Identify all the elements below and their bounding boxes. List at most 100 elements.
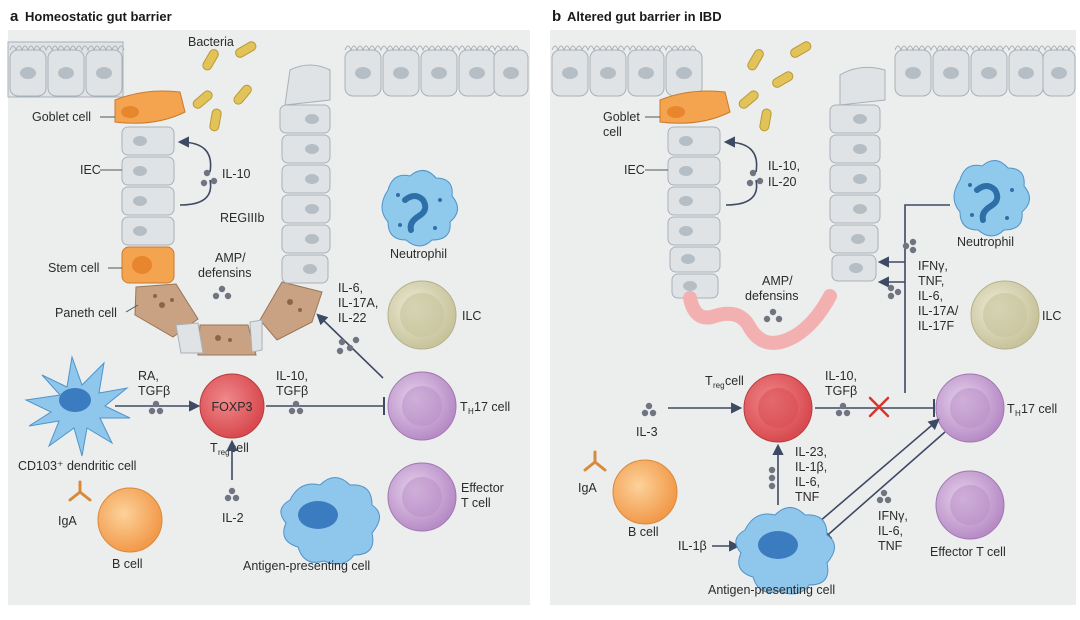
amp-dots: [212, 285, 232, 300]
dendritic-cell: [24, 355, 131, 457]
b-crypt-right-wall: [829, 66, 886, 282]
effector-t-nucleus: [402, 477, 442, 517]
b-il10-label-2: IL-20: [768, 175, 797, 189]
b-cytokine-dots-1: [902, 238, 917, 254]
paneth-label: Paneth cell: [55, 306, 117, 320]
ra-dots: [148, 400, 164, 415]
b-cyt-label-5: IL-17F: [918, 319, 954, 333]
b-apc-cell: [735, 507, 835, 595]
b-amp-dots: [763, 308, 783, 323]
crypt-right-wall: [279, 64, 331, 284]
b-apc-cyt-4: TNF: [795, 490, 820, 504]
ra-label-1: RA,: [138, 369, 159, 383]
b-amp-label-1: AMP/: [762, 274, 793, 288]
il10-loop-top: [177, 136, 212, 173]
b-goblet-label-2: cell: [603, 125, 622, 139]
effector-label-1: Effector: [461, 481, 504, 495]
ilc-label: ILC: [462, 309, 481, 323]
b-iga-antibody: [583, 450, 607, 472]
b-goblet-cell: [659, 90, 731, 124]
b-effector-t-nucleus: [950, 485, 990, 525]
b-iga-label: IgA: [578, 481, 597, 495]
b-th17-label-rest: 17 cell: [1021, 402, 1057, 416]
b-apc-to-th17-arrow: [811, 418, 940, 529]
foxp3-label: FOXP3: [212, 400, 253, 414]
panel-a-title: Homeostatic gut barrier: [25, 9, 172, 24]
paneth-cells: [134, 281, 323, 356]
b-treg-label-rest: cell: [725, 374, 744, 388]
b-th17-label-main: T: [1007, 402, 1015, 416]
b-treg-nucleus: [758, 388, 798, 428]
b-treg-label-sub: reg: [713, 381, 725, 390]
b-ilc-label: ILC: [1042, 309, 1061, 323]
b-il3-label: IL-3: [636, 425, 658, 439]
panel-b-title: Altered gut barrier in IBD: [567, 9, 722, 24]
b-effector-label: Effector T cell: [930, 545, 1006, 559]
th17-label-main: T: [460, 400, 468, 414]
apc-label: Antigen-presenting cell: [243, 559, 370, 573]
epithelium-top-left: [7, 41, 125, 98]
b-cytokine-dots-2: [887, 284, 902, 300]
iga-antibody: [68, 480, 92, 502]
bacteria-label: Bacteria: [188, 35, 234, 49]
b-blocked-x-icon: [868, 396, 890, 418]
crypt-left-wall: [121, 126, 175, 246]
th17-cytokine-3: IL-22: [338, 311, 367, 325]
b-amp-label-2: defensins: [745, 289, 799, 303]
b-th17-cyt-2: IL-6,: [878, 524, 903, 538]
iec-label: IEC: [80, 163, 101, 177]
b-cyt-label-3: IL-6,: [918, 289, 943, 303]
th17-label-sub: H: [468, 407, 474, 416]
th17-cytokine-1: IL-6,: [338, 281, 363, 295]
b-ilc-nucleus: [983, 293, 1027, 337]
th17-cytokine-dots: [336, 336, 360, 355]
il10-loop-bottom: [179, 179, 212, 206]
dc-label: CD103⁺ dendritic cell: [18, 459, 136, 473]
b-il10-loop-bottom: [725, 179, 758, 206]
b-epithelium-top-right: [894, 45, 1076, 97]
treg-label-rest: cell: [230, 441, 249, 455]
th17-cytokine-2: IL-17A,: [338, 296, 378, 310]
b-b-cell: [612, 459, 678, 525]
stem-cell: [121, 246, 175, 284]
b-crypt-left-wall: [667, 126, 721, 299]
b-cell-label: B cell: [112, 557, 143, 571]
paneth-leader: [125, 304, 139, 313]
regiiib-label: REGIIIb: [220, 211, 265, 225]
il2-dots: [224, 487, 240, 502]
ra-label-2: TGFβ: [138, 384, 170, 398]
b-il10-loop-top: [723, 136, 758, 173]
amp-label-1: AMP/: [215, 251, 246, 265]
panel-a: a Homeostatic gut barrier: [7, 8, 530, 605]
b-th17-cytokine-dots: [876, 489, 892, 504]
b-apc-cyt-1: IL-23,: [795, 445, 827, 459]
b-th17-nucleus: [950, 388, 990, 428]
b-b-cell-label: B cell: [628, 525, 659, 539]
b-il10-label-1: IL-10,: [768, 159, 800, 173]
treg-label-main: T: [210, 441, 218, 455]
th17-nucleus: [402, 386, 442, 426]
b-il10-dots: [746, 169, 764, 187]
ilc-nucleus: [400, 293, 444, 337]
stem-label: Stem cell: [48, 261, 99, 275]
damaged-crypt-base: [683, 289, 837, 350]
il10-tgf-label-1: IL-10,: [276, 369, 308, 383]
b-goblet-label-1: Goblet: [603, 110, 640, 124]
goblet-cell: [114, 90, 186, 124]
goblet-label: Goblet cell: [32, 110, 91, 124]
il10-tgf-dots: [288, 400, 304, 415]
b-cyt-label-1: IFNγ,: [918, 259, 948, 273]
iga-label: IgA: [58, 514, 77, 528]
b-th17-to-apc-arrow: [820, 431, 946, 542]
il2-label: IL-2: [222, 511, 244, 525]
panel-b-letter: b: [552, 8, 561, 25]
th17-label-rest: 17 cell: [474, 400, 510, 414]
bacteria-cluster: [192, 41, 257, 132]
b-th17-label-sub: H: [1015, 409, 1021, 418]
epithelium-top-right: [344, 45, 529, 97]
b-th17-cyt-1: IFNγ,: [878, 509, 908, 523]
b-epithelium-top-left: [551, 45, 703, 97]
b-il3-dots: [641, 402, 657, 417]
